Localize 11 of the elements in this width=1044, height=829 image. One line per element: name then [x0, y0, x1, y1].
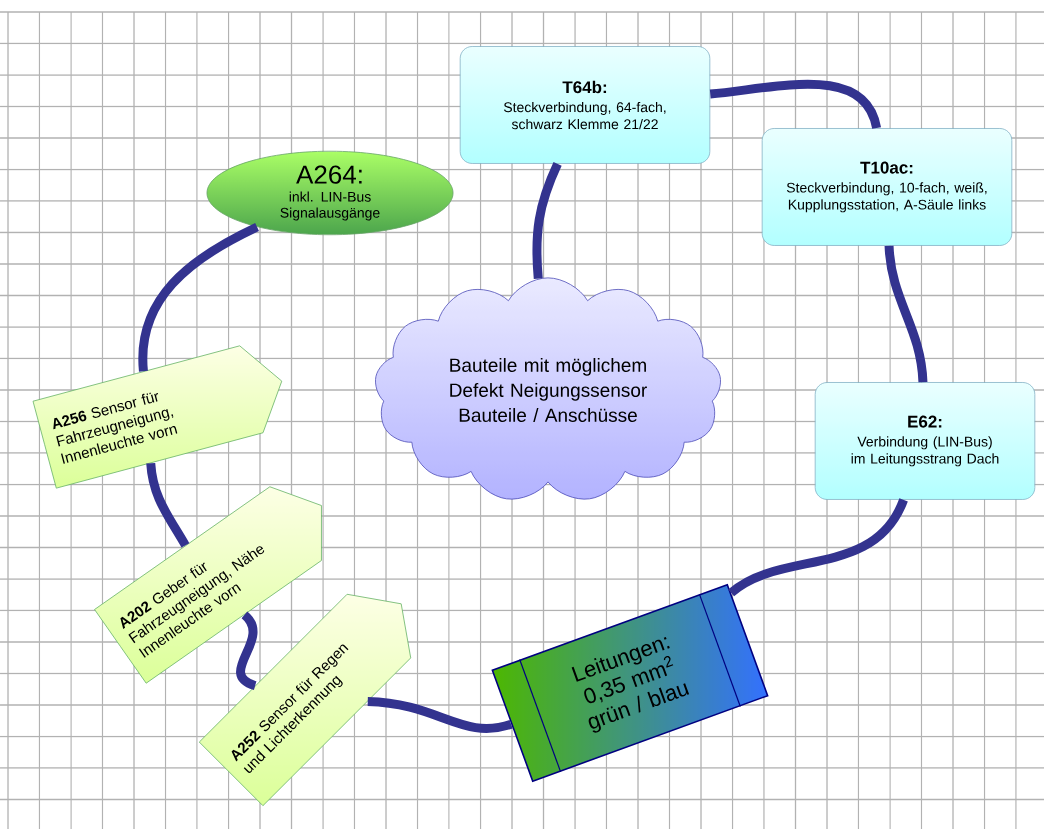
cable-line	[532, 162, 562, 279]
connector-box: T64b: Steckverbindung, 64-fach, schwarz Klemme 21/22	[459, 46, 711, 164]
cable-line	[884, 245, 928, 383]
connector-box: E62: Verbindung (LIN-Bus) im Leitungsstrang Dach	[814, 382, 1036, 500]
cable-line	[709, 79, 881, 130]
cable-line	[138, 222, 260, 372]
cable-line	[236, 611, 258, 690]
cable-line	[367, 696, 513, 733]
cable-line	[146, 462, 190, 548]
cable-line	[728, 497, 908, 597]
connector-box: T10ac: Steckverbindung, 10-fach, weiß, Kupplungsstation, A-Säule links	[761, 128, 1013, 246]
